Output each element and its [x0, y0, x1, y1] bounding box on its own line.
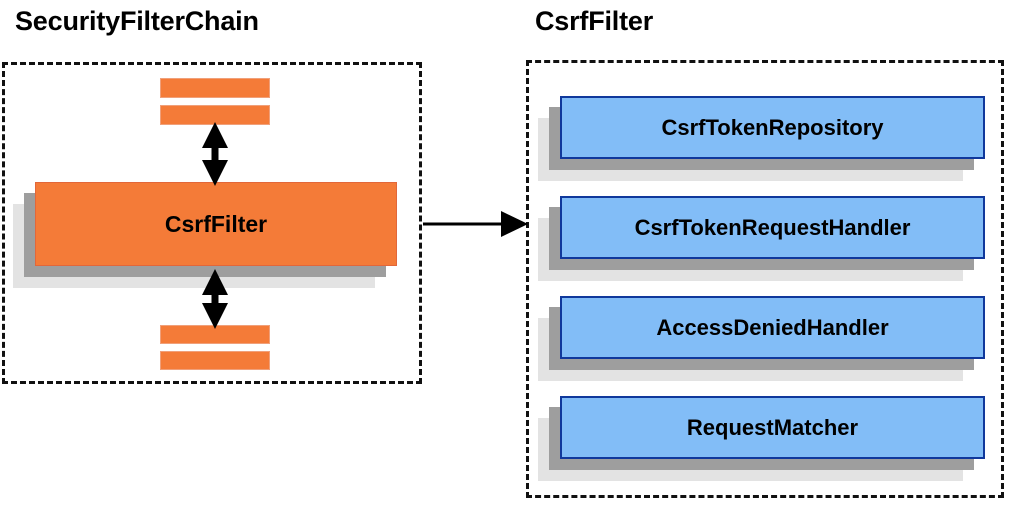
filter-slab-above-1[interactable]	[160, 78, 270, 98]
filter-slab-below-2[interactable]	[160, 351, 270, 370]
filter-slab-above-2[interactable]	[160, 105, 270, 125]
node-csrf-token-repository[interactable]: CsrfTokenRepository	[538, 96, 985, 181]
csrf-filter-container	[526, 60, 1004, 498]
node-request-matcher-label: RequestMatcher	[560, 396, 985, 459]
node-request-matcher[interactable]: RequestMatcher	[538, 396, 985, 481]
node-csrf-token-request-handler[interactable]: CsrfTokenRequestHandler	[538, 196, 985, 281]
filter-slab-below-1[interactable]	[160, 325, 270, 344]
node-csrf-token-repository-label: CsrfTokenRepository	[560, 96, 985, 159]
left-panel-title: SecurityFilterChain	[15, 6, 259, 36]
connector-cross-panel	[423, 211, 528, 237]
right-panel-title: CsrfFilter	[535, 6, 654, 36]
node-csrf-filter-label: CsrfFilter	[35, 182, 397, 266]
node-access-denied-handler[interactable]: AccessDeniedHandler	[538, 296, 985, 381]
node-csrf-filter[interactable]: CsrfFilter	[13, 182, 397, 288]
node-csrf-token-request-handler-label: CsrfTokenRequestHandler	[560, 196, 985, 259]
security-filter-chain-container	[2, 62, 422, 384]
node-access-denied-handler-label: AccessDeniedHandler	[560, 296, 985, 359]
